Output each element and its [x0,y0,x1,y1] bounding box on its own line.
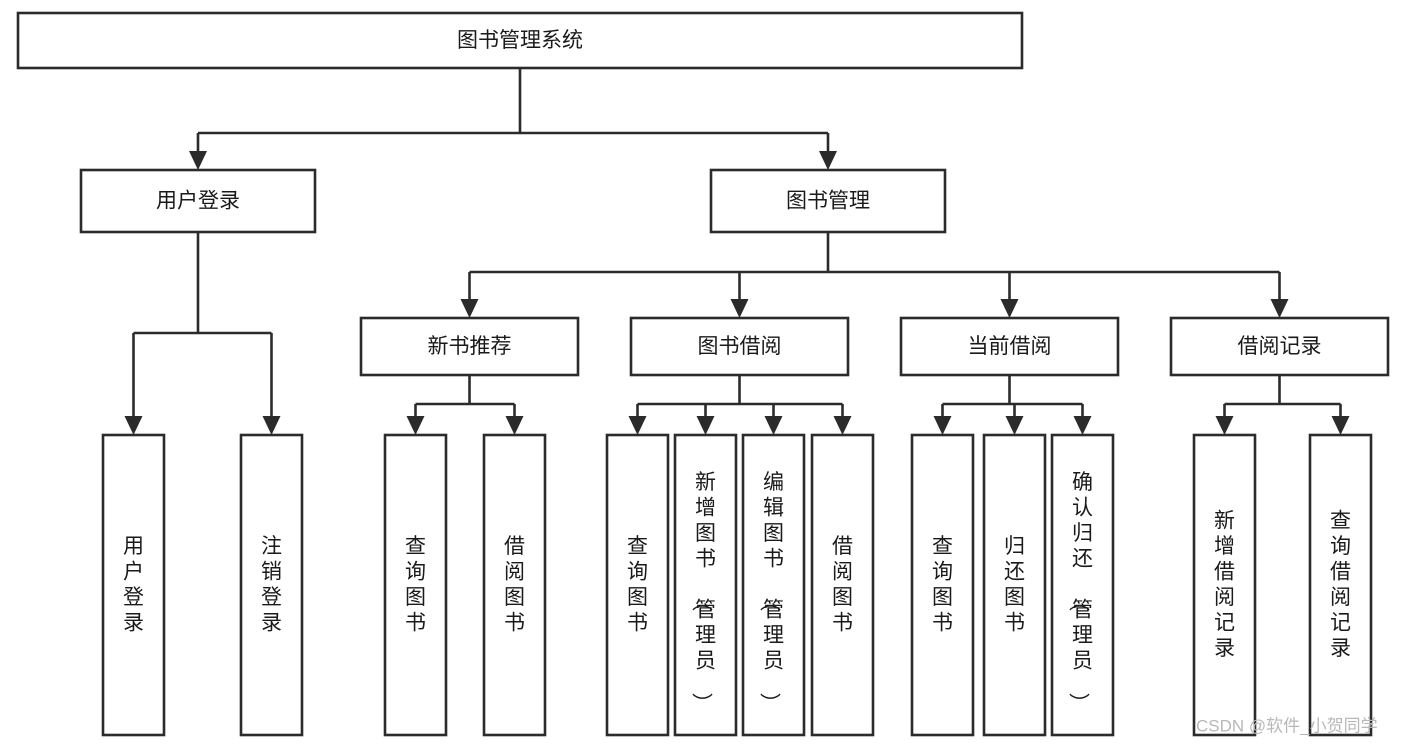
node-box[interactable] [810,433,875,737]
node-leaf-query-book-borrow[interactable]: 查询图书 [605,433,670,737]
node-leaf-add-borrow-record[interactable]: 新增借阅记录 [1192,433,1257,737]
node-label: 查询图书 [405,534,426,634]
node-box[interactable] [910,433,975,737]
node-box[interactable] [899,316,1120,377]
node-box[interactable] [982,433,1047,737]
node-leaf-confirm-return[interactable]: 确认归还（管理员） [1050,433,1115,737]
node-box[interactable] [101,433,166,737]
connector-group-edge-borrow-children [628,375,852,435]
watermark-layer: CSDN @软件_小贺同学 [1196,716,1378,735]
node-label: 新书推荐 [428,335,512,358]
node-box[interactable] [482,433,547,737]
node-label: 图书管理系统 [457,29,583,52]
node-leaf-query-book-current[interactable]: 查询图书 [910,433,975,737]
connector-group-edge-root-children [189,68,837,170]
connector-group-edge-current-children [933,375,1092,435]
node-leaf-borrow-book-recommend[interactable]: 借阅图书 [482,433,547,737]
csdn-watermark: CSDN @软件_小贺同学 [1196,716,1378,735]
connector-group-edge-record-children [1215,375,1350,435]
node-label: 用户登录 [123,534,144,634]
node-label: 图书管理 [786,190,870,213]
node-label: 用户登录 [156,190,240,213]
node-box[interactable] [1050,433,1115,737]
node-label: 新增图书（管理员） [690,471,716,714]
node-box[interactable] [239,433,304,737]
node-leaf-borrow-book[interactable]: 借阅图书 [810,433,875,737]
node-leaf-query-book-recommend[interactable]: 查询图书 [383,433,448,737]
node-borrow-record[interactable]: 借阅记录 [1169,316,1390,377]
node-label: 注销登录 [261,534,282,634]
node-box[interactable] [1169,316,1390,377]
node-label: 编辑图书（管理员） [758,471,784,714]
node-box[interactable] [605,433,670,737]
node-user-login[interactable]: 用户登录 [79,168,317,234]
node-label: 查询图书 [932,534,953,634]
node-leaf-query-borrow-record[interactable]: 查询借阅记录 [1308,433,1373,737]
node-label: 图书借阅 [698,335,782,358]
node-leaf-edit-book[interactable]: 编辑图书（管理员） [741,433,806,737]
node-label: 归还图书 [1004,534,1025,634]
node-layer: 图书管理系统用户登录图书管理新书推荐图书借阅当前借阅借阅记录用户登录注销登录查询… [16,11,1390,737]
node-box[interactable] [673,433,738,737]
node-label: 查询借阅记录 [1330,509,1351,660]
node-leaf-add-book[interactable]: 新增图书（管理员） [673,433,738,737]
node-box[interactable] [359,316,580,377]
node-label: 查询图书 [627,534,648,634]
node-book-borrow[interactable]: 图书借阅 [629,316,850,377]
connector-group-edge-book-manage-children [460,232,1289,318]
node-current-borrow[interactable]: 当前借阅 [899,316,1120,377]
node-label: 新增借阅记录 [1214,509,1235,660]
node-leaf-return-book[interactable]: 归还图书 [982,433,1047,737]
node-box[interactable] [709,168,947,234]
node-box[interactable] [16,11,1024,70]
node-label: 借阅图书 [832,534,853,634]
connector-layer [124,68,1350,435]
node-box[interactable] [79,168,317,234]
node-box[interactable] [1192,433,1257,737]
node-box[interactable] [383,433,448,737]
connector-group-edge-recommend-children [406,375,524,435]
node-root[interactable]: 图书管理系统 [16,11,1024,70]
node-leaf-user-login[interactable]: 用户登录 [101,433,166,737]
node-label: 借阅记录 [1238,335,1322,358]
connector-group-edge-user-login-children [124,232,281,435]
node-book-manage[interactable]: 图书管理 [709,168,947,234]
node-label: 确认归还（管理员） [1067,471,1093,714]
node-label: 借阅图书 [504,534,525,634]
node-leaf-logout[interactable]: 注销登录 [239,433,304,737]
node-box[interactable] [1308,433,1373,737]
node-box[interactable] [741,433,806,737]
node-box[interactable] [629,316,850,377]
node-new-book-recommend[interactable]: 新书推荐 [359,316,580,377]
node-label: 当前借阅 [968,335,1052,358]
